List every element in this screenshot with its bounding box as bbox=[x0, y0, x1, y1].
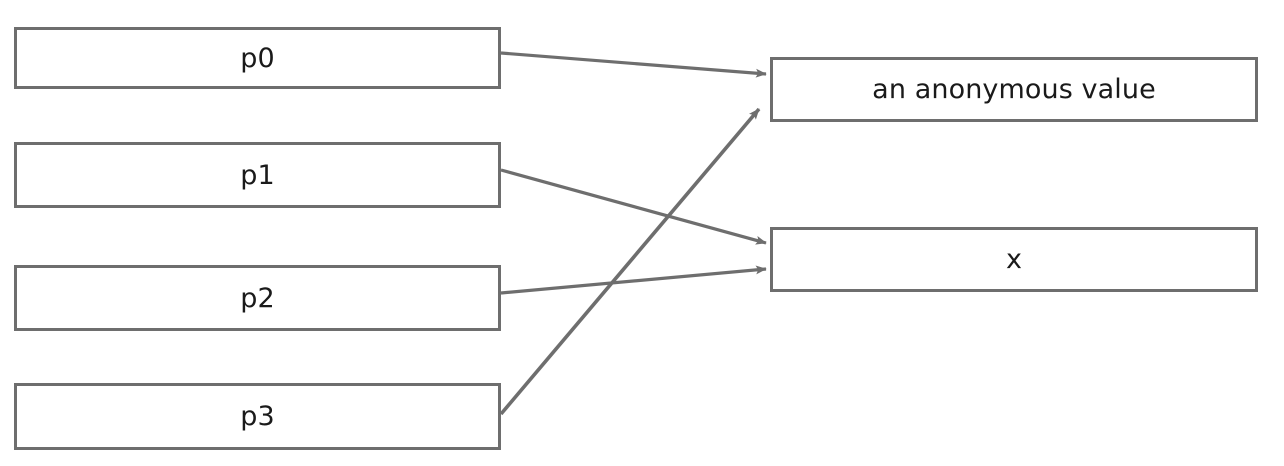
node-x-label: x bbox=[1005, 244, 1023, 275]
node-p3-label: p3 bbox=[240, 401, 275, 432]
node-anonymous-value-label: an anonymous value bbox=[872, 74, 1156, 105]
node-p3[interactable]: p3 bbox=[14, 383, 501, 450]
node-p0[interactable]: p0 bbox=[14, 27, 501, 89]
edge-p3-to-anon bbox=[499, 107, 761, 416]
edge-p2-to-x bbox=[500, 265, 767, 295]
node-p2[interactable]: p2 bbox=[14, 265, 501, 331]
node-p2-label: p2 bbox=[240, 282, 275, 314]
node-p1-label: p1 bbox=[240, 159, 275, 191]
node-x[interactable]: x bbox=[770, 227, 1258, 292]
node-p0-label: p0 bbox=[240, 42, 275, 74]
node-p1[interactable]: p1 bbox=[14, 142, 501, 208]
edge-p0-to-anon bbox=[500, 51, 767, 78]
edge-p1-to-x bbox=[500, 168, 767, 245]
node-anonymous-value[interactable]: an anonymous value bbox=[770, 57, 1258, 122]
